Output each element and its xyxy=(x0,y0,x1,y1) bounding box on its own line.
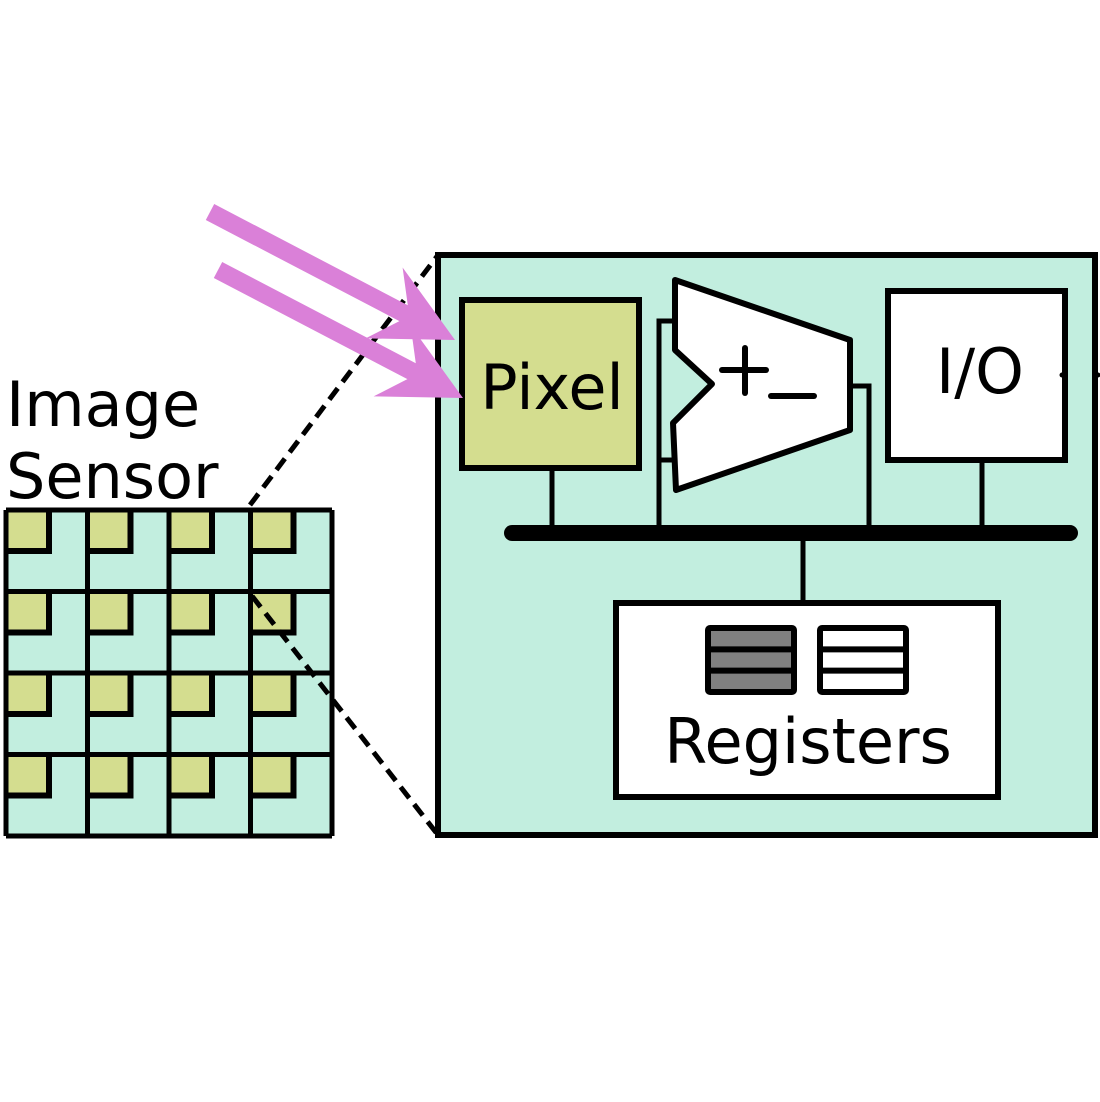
comparator-block xyxy=(670,277,853,493)
sensor-pixel-border xyxy=(8,756,52,799)
sensor-pixel xyxy=(8,512,48,549)
sensor-pixel xyxy=(8,756,48,794)
sensor-pixel-border xyxy=(89,593,134,636)
light-ray-arrow xyxy=(213,262,463,398)
sensor-pixel xyxy=(171,593,211,631)
sensor-pixel xyxy=(89,593,130,631)
pixel-label: Pixel xyxy=(480,351,623,424)
register-icon-empty xyxy=(817,625,909,695)
sensor-pixel-border xyxy=(252,756,297,799)
sensor-pixel-border xyxy=(89,675,134,717)
sensor-pixel-border xyxy=(252,675,297,717)
sensor-pixel-border xyxy=(89,512,134,554)
sensor-pixel-border xyxy=(8,675,52,717)
sensor-grid xyxy=(3,507,335,839)
zoom-line-bottom xyxy=(250,594,440,837)
sensor-pixel-border xyxy=(8,512,52,554)
image-sensor-label-line2: Sensor xyxy=(6,440,219,513)
sensor-pixel xyxy=(252,512,293,549)
sensor-pixel xyxy=(89,512,130,549)
comparator-output-wire xyxy=(850,383,872,533)
register-icon-filled xyxy=(705,625,797,695)
io-port-dot xyxy=(1059,372,1065,378)
sensor-pixel xyxy=(171,756,211,794)
sensor-pixel xyxy=(171,512,211,549)
registers-block xyxy=(613,600,1001,800)
sensor-pixel-border xyxy=(8,593,52,636)
sensor-pixel-border xyxy=(171,512,215,554)
io-block xyxy=(885,288,1068,463)
register-frame xyxy=(817,625,909,695)
sensor-pixel xyxy=(171,675,211,712)
pixel-block xyxy=(459,297,642,471)
sensor-pixel xyxy=(89,675,130,712)
light-rays xyxy=(205,204,463,398)
sensor-pixel xyxy=(8,593,48,631)
registers-label: Registers xyxy=(664,705,952,778)
sensor-pixel-border xyxy=(89,756,134,799)
zoom-line-top xyxy=(248,253,440,507)
sensor-pixel-border xyxy=(171,593,215,636)
image-sensor-label-line1: Image xyxy=(6,368,200,441)
sensor-pixel xyxy=(89,756,130,794)
register-frame xyxy=(705,625,797,695)
sensor-pixel-border xyxy=(171,675,215,717)
sensor-pixel xyxy=(252,756,293,794)
sensor-pixel xyxy=(8,675,48,712)
light-ray-arrow xyxy=(205,204,455,340)
sensor-pixel-border xyxy=(171,756,215,799)
sensor-pixel-border xyxy=(252,593,297,636)
io-label: I/O xyxy=(936,335,1024,408)
comparator-symbol xyxy=(719,345,817,399)
sensor-pixel-border xyxy=(252,512,297,554)
sensor-pixel xyxy=(252,675,293,712)
io-port-dot-outer xyxy=(1095,372,1100,378)
